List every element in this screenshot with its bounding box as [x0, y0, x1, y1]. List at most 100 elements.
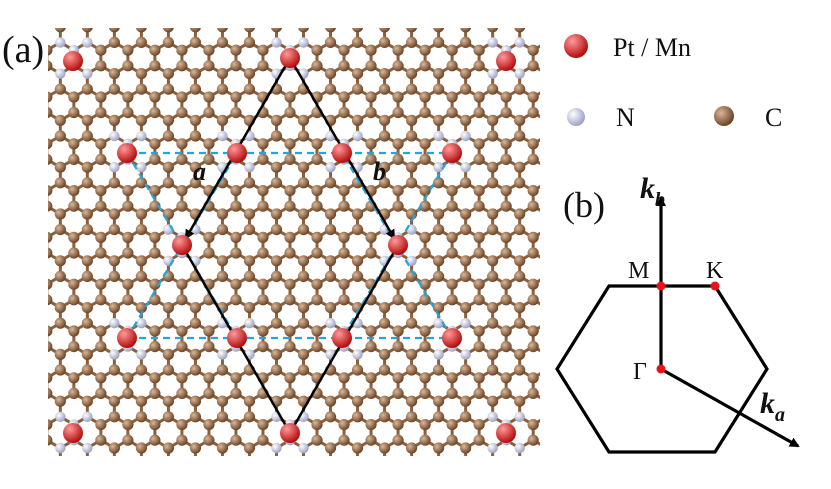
carbon-atom — [162, 395, 175, 407]
carbon-atom — [446, 231, 458, 243]
carbon-atom — [487, 224, 499, 236]
carbon-atom — [270, 130, 283, 142]
carbon-atom — [487, 395, 499, 407]
carbon-atom — [189, 411, 202, 423]
carbon-atom — [338, 91, 350, 103]
carbon-atom — [460, 270, 472, 282]
carbon-atom — [351, 411, 364, 423]
carbon-atom — [189, 36, 202, 49]
carbon-atom — [541, 115, 552, 126]
carbon-atom — [216, 68, 229, 80]
carbon-atom — [216, 208, 229, 220]
nitrogen-atom — [82, 37, 93, 48]
carbon-atom — [338, 294, 350, 306]
carbon-atom — [108, 83, 120, 95]
carbon-atom — [433, 442, 445, 454]
carbon-atom — [527, 153, 539, 165]
bond — [33, 300, 47, 308]
nitrogen-atom — [271, 442, 282, 454]
carbon-atom — [176, 419, 188, 431]
carbon-atom — [311, 44, 323, 56]
metal-legend-label: Pt / Mn — [613, 33, 691, 62]
carbon-atom — [392, 387, 404, 399]
carbon-atom — [109, 458, 120, 469]
carbon-atom — [514, 28, 526, 33]
carbon-atom — [203, 325, 215, 337]
carbon-atom — [95, 294, 107, 306]
carbon-atom — [365, 138, 377, 150]
carbon-atom — [176, 107, 188, 119]
carbon-atom — [81, 364, 93, 376]
carbon-atom — [473, 387, 485, 399]
carbon-atom — [149, 138, 161, 150]
carbon-atom — [527, 231, 539, 243]
carbon-atom — [500, 107, 512, 119]
carbon-atom — [527, 341, 539, 353]
bond — [209, 464, 223, 472]
carbon-atom — [230, 419, 242, 431]
carbon-atom — [527, 60, 539, 72]
metal-atom — [442, 143, 462, 163]
carbon-atom — [392, 153, 404, 165]
carbon-atom — [122, 372, 134, 384]
carbon-atom — [365, 434, 377, 446]
carbon-atom — [162, 348, 175, 360]
carbon-atom — [135, 36, 147, 49]
carbon-atom — [473, 44, 485, 56]
carbon-atom — [446, 294, 458, 306]
carbon-atom — [392, 419, 404, 431]
nitrogen-atom — [271, 37, 282, 48]
nitrogen-atom — [244, 318, 255, 329]
nitrogen-atom — [136, 349, 147, 360]
carbon-atom — [500, 325, 512, 337]
carbon-atom — [243, 224, 256, 236]
carbon-atom — [95, 278, 107, 290]
carbon-atom — [527, 44, 539, 56]
carbon-atom — [203, 60, 215, 72]
carbon-atom — [419, 247, 431, 259]
carbon-atom — [176, 434, 188, 446]
bond — [290, 464, 304, 472]
bond — [182, 464, 196, 472]
carbon-atom — [48, 278, 53, 290]
carbon-atom — [81, 208, 93, 220]
metal-atoms — [63, 48, 516, 443]
carbon-atom — [135, 255, 147, 267]
carbon-atom — [297, 130, 310, 142]
carbon-atom — [298, 28, 309, 33]
carbon-atom — [487, 364, 499, 376]
carbon-atom — [68, 341, 80, 353]
carbon-atom — [271, 458, 282, 469]
nitrogen-atom — [325, 162, 336, 173]
bond — [33, 393, 47, 401]
carbon-atom — [230, 107, 242, 119]
carbon-atom — [365, 341, 377, 353]
carbon-legend-icon — [714, 106, 734, 126]
carbon-atom — [473, 107, 485, 119]
carbon-atom — [446, 419, 458, 431]
carbon-atom — [108, 36, 120, 49]
m-point-label: M — [628, 258, 649, 284]
bond — [331, 464, 345, 472]
nitrogen-atom — [433, 162, 444, 173]
carbon-atom — [487, 208, 499, 220]
carbon-atom — [298, 458, 309, 469]
carbon-atom — [48, 91, 53, 103]
carbon-atom — [378, 68, 391, 80]
carbon-atom — [257, 419, 269, 431]
carbon-atom — [162, 130, 175, 142]
carbon-atom — [122, 44, 134, 56]
carbon-atom — [433, 255, 445, 267]
bond — [506, 464, 520, 472]
carbon-atom — [473, 434, 485, 446]
carbon-atom — [446, 247, 458, 259]
carbon-atom — [433, 36, 445, 49]
metal-atom — [227, 328, 247, 348]
bond — [236, 464, 250, 472]
carbon-atom — [48, 138, 53, 150]
carbon-atom — [378, 161, 391, 173]
carbon-atom — [257, 185, 269, 197]
carbon-atom — [311, 231, 323, 243]
carbon-atom — [108, 177, 120, 189]
carbon-atom — [189, 130, 202, 142]
